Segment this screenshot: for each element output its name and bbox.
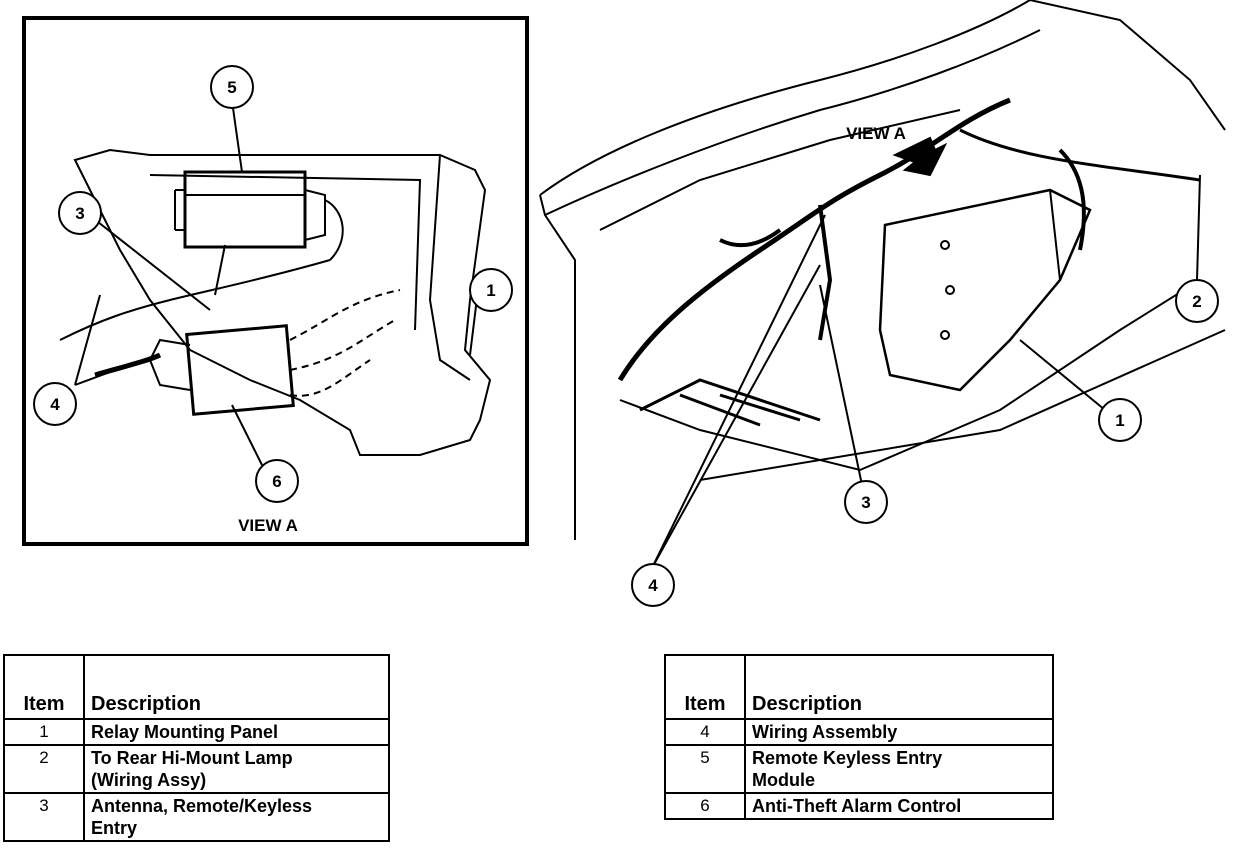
item-number: 2 (3, 744, 85, 794)
main-callout-4 (631, 563, 675, 607)
description-line: (Wiring Assy) (91, 770, 207, 790)
description-line: Module (752, 770, 815, 790)
table-row: 6 Anti-Theft Alarm Control (664, 792, 1054, 820)
inset-callout-1-label: 1 (486, 281, 495, 300)
legend-table-right: Item Description 4 Wiring Assembly 5 Rem… (664, 654, 1054, 820)
diagram-canvas: 5 3 1 4 6 VIEW A (22, 0, 1226, 607)
item-column-header: Item (3, 654, 85, 720)
main-wiring-harness (617, 97, 1011, 382)
item-number: 5 (664, 744, 746, 794)
trunk-lid-outline (539, 0, 1031, 196)
description-line: Anti-Theft Alarm Control (752, 796, 962, 816)
inset-callout-1 (469, 268, 513, 312)
item-number: 6 (664, 792, 746, 820)
item-number: 1 (3, 718, 85, 746)
inset-view-label: VIEW A (238, 516, 298, 535)
inset-callout-6 (255, 459, 299, 503)
legend-table-left: Item Description 1 Relay Mounting Panel … (3, 654, 390, 842)
item-number: 3 (3, 792, 85, 842)
description-line: To Rear Hi-Mount Lamp (91, 748, 293, 768)
inset-callout-4 (33, 382, 77, 426)
inset-callout-4-label: 4 (50, 395, 60, 414)
inset-callout-6-label: 6 (272, 472, 281, 491)
alarm-control-module (185, 324, 295, 416)
main-callout-3-label: 3 (861, 493, 870, 512)
main-callout-3 (844, 480, 888, 524)
table-row: 1 Relay Mounting Panel (3, 718, 390, 746)
trunk-floor (619, 279, 1201, 472)
inset-view-a (22, 16, 529, 546)
inset-callout-3-label: 3 (75, 204, 84, 223)
main-callout-1-label: 1 (1115, 411, 1124, 430)
main-callout-2-label: 2 (1192, 292, 1201, 311)
main-callout-2 (1175, 279, 1219, 323)
keyless-entry-module (183, 170, 307, 249)
item-description: Relay Mounting Panel (83, 718, 390, 746)
main-callout-1 (1098, 398, 1142, 442)
description-line: Remote Keyless Entry (752, 748, 943, 768)
inset-callout-3 (58, 191, 102, 235)
description-line: Entry (91, 818, 138, 838)
table-row: 4 Wiring Assembly (664, 718, 1054, 746)
table-row: 2 To Rear Hi-Mount Lamp(Wiring Assy) (3, 744, 390, 794)
item-column-header: Item (664, 654, 746, 720)
item-number: 4 (664, 718, 746, 746)
item-description: Wiring Assembly (744, 718, 1054, 746)
legend-header-row: Item Description (3, 654, 390, 720)
inset-callout-5 (210, 65, 254, 109)
inset-wiring (59, 259, 331, 341)
view-a-arrow (892, 136, 948, 177)
description-line: Relay Mounting Panel (91, 722, 279, 742)
description-line: Wiring Assembly (752, 722, 898, 742)
vehicle-view (539, 0, 1226, 607)
main-callout-4-label: 4 (648, 576, 658, 595)
description-column-header: Description (83, 654, 390, 720)
item-description: Anti-Theft Alarm Control (744, 792, 1054, 820)
relay-mounting-panel (878, 188, 1092, 392)
legend-header-row: Item Description (664, 654, 1054, 720)
relay-panel-outline (73, 148, 492, 456)
inset-frame (22, 16, 529, 546)
main-view-label: VIEW A (846, 124, 906, 143)
inset-callout-5-label: 5 (227, 78, 236, 97)
description-column-header: Description (744, 654, 1054, 720)
description-line: Antenna, Remote/Keyless (91, 796, 313, 816)
item-description: To Rear Hi-Mount Lamp(Wiring Assy) (83, 744, 390, 794)
